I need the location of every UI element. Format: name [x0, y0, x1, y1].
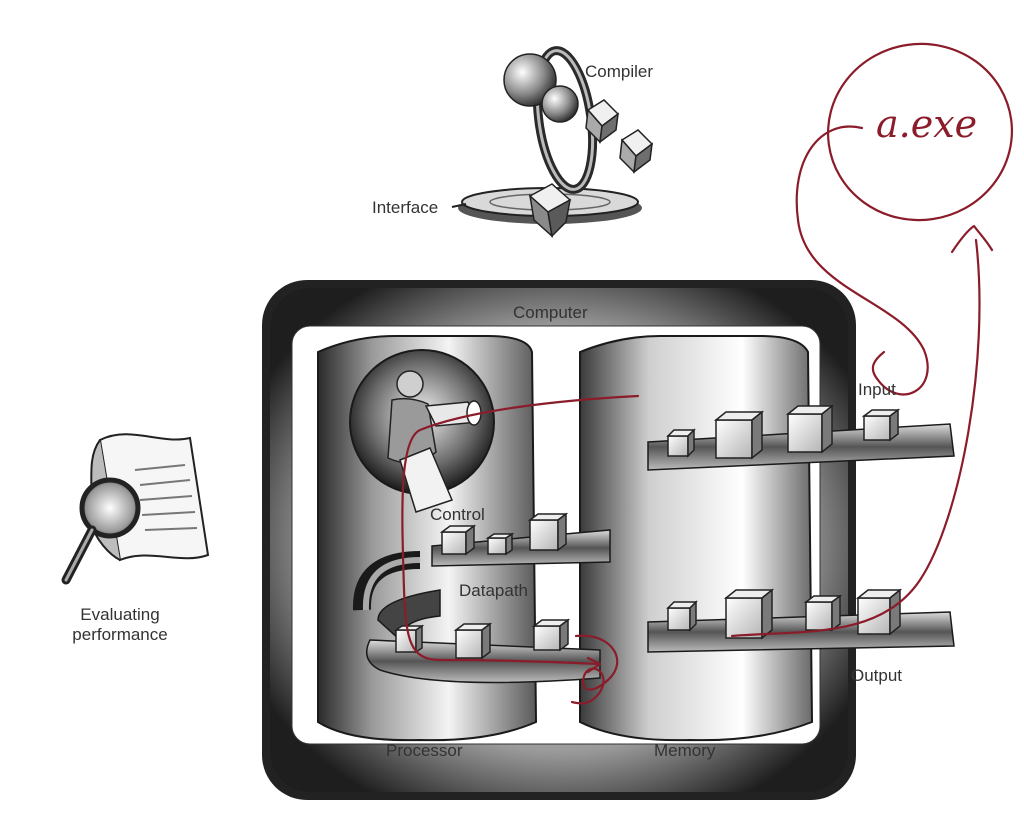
memory-label: Memory — [654, 741, 716, 760]
datapath-cube-1 — [393, 624, 425, 654]
evaluating-label-line1: Evaluating — [80, 605, 160, 624]
evaluating-label-line2: performance — [72, 625, 168, 644]
interface-label: Interface — [372, 198, 439, 217]
datapath-label: Datapath — [459, 581, 528, 600]
annotation-arrow-up — [950, 224, 994, 254]
datapath-cube-3 — [531, 618, 571, 652]
control-unit-figure — [349, 349, 495, 513]
input-label: Input — [858, 380, 896, 399]
control-label: Control — [430, 505, 485, 524]
annotation-loop — [570, 634, 619, 705]
control-cube-3 — [527, 512, 569, 552]
output-cube-1 — [666, 600, 698, 632]
processor-label: Processor — [386, 741, 463, 760]
compiler-cube-2 — [619, 129, 654, 174]
output-cube-2 — [723, 588, 775, 640]
annotation-path-input — [795, 125, 929, 396]
compiler-sphere-small — [541, 85, 579, 123]
compiler-interface-illustration — [451, 46, 654, 238]
input-cube-3 — [785, 404, 835, 454]
annotation-text: a.exe — [876, 102, 978, 146]
input-cube-2 — [713, 410, 765, 460]
datapath-cube-2 — [453, 622, 493, 660]
compiler-label: Compiler — [585, 62, 654, 81]
compiler-sphere-large — [503, 53, 557, 107]
evaluating-performance-label: Evaluating performance — [50, 605, 190, 645]
output-cube-3 — [803, 594, 843, 632]
handwritten-annotation — [401, 42, 1014, 705]
output-cube-4 — [855, 588, 903, 636]
evaluating-performance-illustration — [61, 433, 210, 585]
input-cube-4 — [861, 408, 901, 442]
annotation-path-processor — [401, 394, 640, 666]
control-cube-1 — [439, 524, 477, 556]
magnifier-lens — [79, 477, 141, 539]
annotation-path-output — [730, 238, 981, 638]
annotation-circle — [826, 42, 1014, 222]
computer-label: Computer — [513, 303, 588, 322]
output-label: Output — [851, 666, 903, 685]
input-cube-1 — [666, 428, 696, 458]
interface-cube — [528, 183, 572, 238]
control-cube-2 — [485, 532, 515, 556]
compiler-cube-1 — [585, 99, 620, 144]
